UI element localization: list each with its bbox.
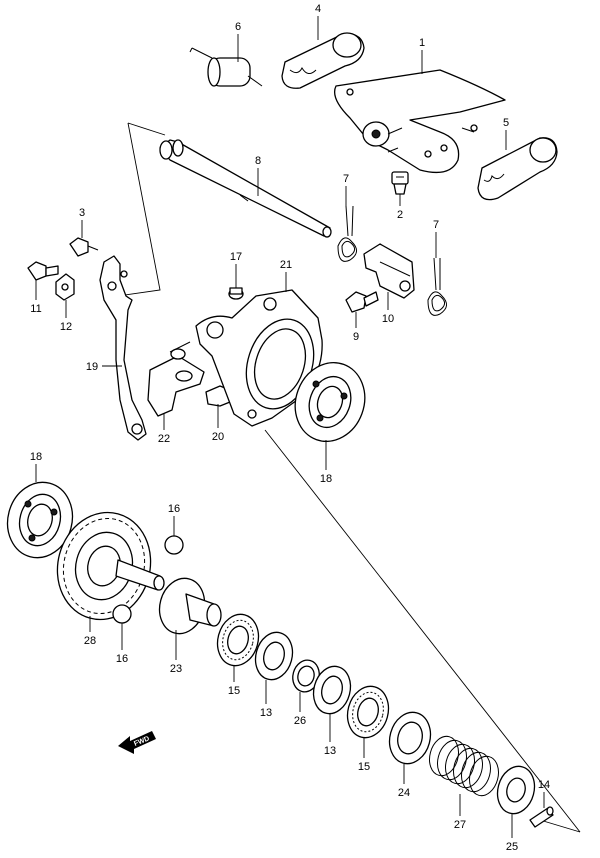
callout-7-upper: 7	[343, 173, 349, 185]
callout-16-lower: 16	[116, 653, 128, 665]
part-17-screw	[228, 287, 244, 300]
part-27-spring	[429, 735, 499, 797]
part-15-thrust-lower	[346, 685, 390, 739]
leader-lines	[35, 16, 545, 838]
part-13-washer-upper	[254, 631, 294, 681]
callout-19: 19	[86, 361, 98, 373]
part-22-bracket	[147, 341, 205, 417]
callout-16-upper: 16	[168, 503, 180, 515]
part-23-collar	[158, 577, 222, 635]
part-24-seat	[388, 711, 432, 765]
callout-10: 10	[382, 313, 394, 325]
part-1-bracket	[333, 69, 506, 174]
callout-3: 3	[79, 207, 85, 219]
part-16-ball-lower	[112, 604, 132, 624]
callout-27: 27	[454, 819, 466, 831]
part-4-cylinder	[281, 32, 365, 89]
part-26-spacer	[292, 659, 320, 693]
part-2-screw	[391, 171, 409, 195]
part-19-arm	[99, 255, 147, 441]
callout-numbers: 4 6 1 5 8 7 2 3 7 17 21 10 9 11 12 19 22…	[30, 3, 550, 853]
callout-24: 24	[398, 787, 410, 799]
part-18-bearing-lower	[6, 481, 74, 559]
part-9-bolt	[345, 291, 379, 313]
part-3-bolt	[69, 237, 99, 257]
part-14-pin	[529, 806, 554, 828]
fwd-arrow-icon: FWD	[118, 731, 156, 754]
callout-22: 22	[158, 433, 170, 445]
part-8-shaft	[159, 139, 332, 238]
callout-14: 14	[538, 779, 550, 791]
part-7-spring-right	[427, 257, 447, 316]
callout-28: 28	[84, 635, 96, 647]
part-25-washer	[496, 765, 536, 815]
part-28-gear	[56, 511, 165, 621]
callout-4: 4	[315, 3, 321, 15]
part-10-lever-block	[363, 243, 415, 299]
assembly-boundary-lines	[117, 122, 581, 833]
callout-13-lower: 13	[324, 745, 336, 757]
callout-11: 11	[30, 303, 41, 315]
callout-18-lower: 18	[30, 451, 42, 463]
callout-12: 12	[60, 321, 72, 333]
callout-18-upper: 18	[320, 473, 332, 485]
callout-5: 5	[503, 117, 509, 129]
callout-17: 17	[230, 251, 242, 263]
part-7-spring-upper	[337, 205, 357, 262]
callout-15-lower: 15	[358, 761, 370, 773]
part-21-housing	[195, 289, 323, 427]
callout-21: 21	[280, 259, 292, 271]
callout-9: 9	[353, 331, 359, 343]
callout-23: 23	[170, 663, 182, 675]
callout-13-upper: 13	[260, 707, 272, 719]
part-11-bolt	[27, 261, 59, 281]
part-18-bearing-upper	[294, 362, 366, 442]
callout-1: 1	[419, 37, 425, 49]
part-16-ball-upper	[164, 535, 184, 555]
part-15-thrust-upper	[216, 613, 260, 667]
callout-26: 26	[294, 715, 306, 727]
fwd-arrow-label: FWD	[133, 735, 150, 747]
callout-6: 6	[235, 21, 241, 33]
callout-8: 8	[255, 155, 261, 167]
callout-7-right: 7	[433, 219, 439, 231]
callout-20: 20	[212, 431, 224, 443]
part-6-damper	[189, 47, 263, 87]
callout-2: 2	[397, 209, 403, 221]
callout-15-upper: 15	[228, 685, 240, 697]
part-13-washer-lower	[312, 665, 352, 715]
part-12-plate	[55, 273, 75, 301]
callout-25: 25	[506, 841, 518, 853]
part-5-cylinder	[477, 137, 558, 201]
